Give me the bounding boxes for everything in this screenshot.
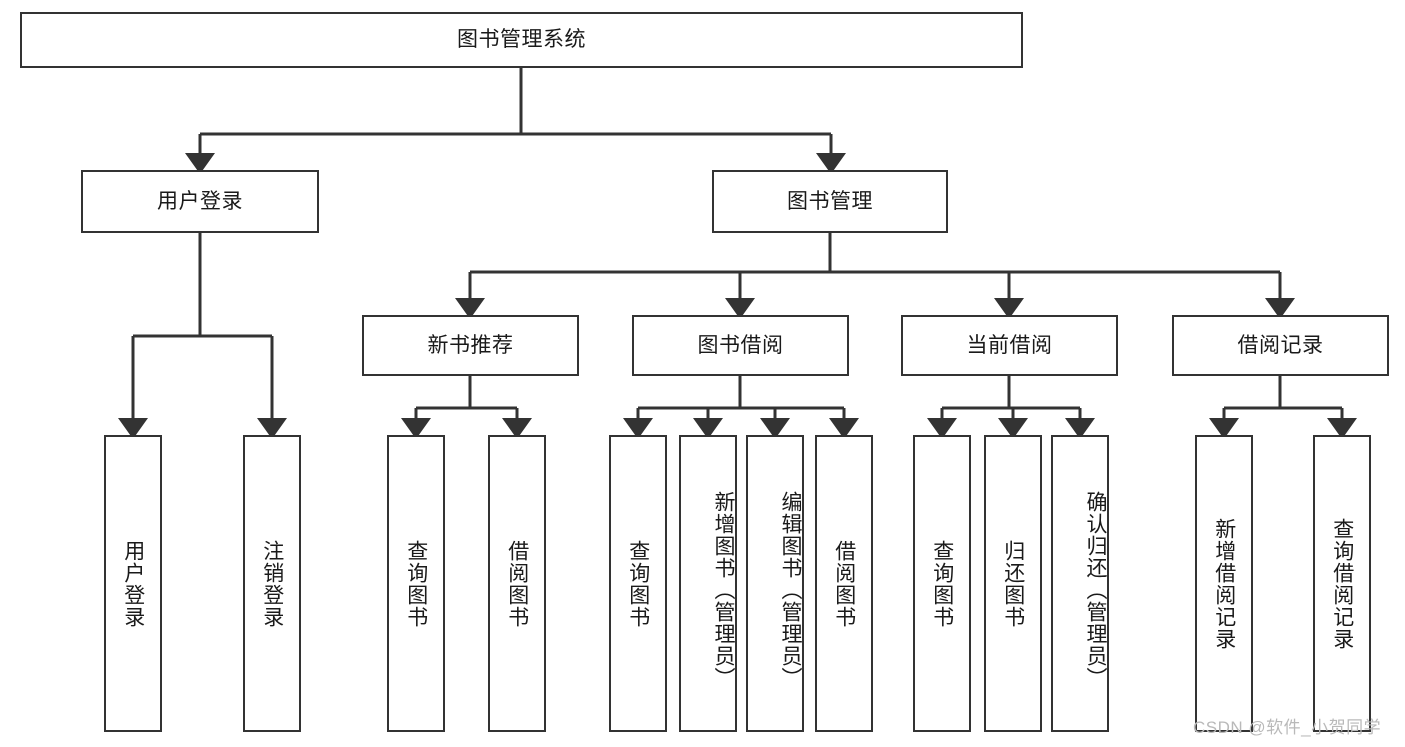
node-leaf-confirm-return[interactable]: 确认归还（管理员） <box>1051 435 1109 732</box>
node-label: 当前借阅 <box>966 333 1053 357</box>
node-book-borrow[interactable]: 图书借阅 <box>632 315 849 376</box>
node-new-book-recommend[interactable]: 新书推荐 <box>362 315 579 376</box>
node-label: 查询图书 <box>626 539 650 628</box>
node-leaf-return-book[interactable]: 归还图书 <box>984 435 1042 732</box>
node-book-manage[interactable]: 图书管理 <box>712 170 948 233</box>
node-label: 图书管理系统 <box>457 28 586 52</box>
node-label: 图书管理 <box>787 189 873 213</box>
node-label: 借阅图书 <box>505 539 529 628</box>
node-user-login[interactable]: 用户登录 <box>81 170 319 233</box>
node-label: 用户登录 <box>157 189 243 213</box>
node-label: 编辑图书（管理员） <box>779 490 802 689</box>
node-label: 用户登录 <box>121 539 145 628</box>
node-root-system[interactable]: 图书管理系统 <box>20 12 1023 68</box>
node-leaf-add-book[interactable]: 新增图书（管理员） <box>679 435 737 732</box>
node-leaf-query-book-2[interactable]: 查询图书 <box>609 435 667 732</box>
node-leaf-borrow-book-2[interactable]: 借阅图书 <box>815 435 873 732</box>
node-label: 借阅记录 <box>1237 333 1324 357</box>
node-label: 归还图书 <box>1001 539 1025 628</box>
node-label: 新增图书（管理员） <box>712 490 735 689</box>
node-label: 查询图书 <box>404 539 428 628</box>
node-label: 查询借阅记录 <box>1330 517 1354 650</box>
node-borrow-record[interactable]: 借阅记录 <box>1172 315 1389 376</box>
node-current-borrow[interactable]: 当前借阅 <box>901 315 1118 376</box>
node-label: 查询图书 <box>930 539 954 628</box>
csdn-watermark: CSDN @软件_小贺同学 <box>1193 718 1382 737</box>
node-leaf-borrow-book-1[interactable]: 借阅图书 <box>488 435 546 732</box>
node-label: 借阅图书 <box>832 539 856 628</box>
node-label: 注销登录 <box>260 539 284 628</box>
node-leaf-user-login[interactable]: 用户登录 <box>104 435 162 732</box>
node-leaf-query-book-3[interactable]: 查询图书 <box>913 435 971 732</box>
node-label: 新增借阅记录 <box>1212 517 1236 650</box>
node-leaf-edit-book[interactable]: 编辑图书（管理员） <box>746 435 804 732</box>
node-leaf-add-record[interactable]: 新增借阅记录 <box>1195 435 1253 732</box>
node-label: 新书推荐 <box>427 333 514 357</box>
node-label: 确认归还（管理员） <box>1084 490 1107 689</box>
node-label: 图书借阅 <box>697 333 784 357</box>
node-leaf-logout[interactable]: 注销登录 <box>243 435 301 732</box>
node-leaf-query-record[interactable]: 查询借阅记录 <box>1313 435 1371 732</box>
node-leaf-query-book-1[interactable]: 查询图书 <box>387 435 445 732</box>
